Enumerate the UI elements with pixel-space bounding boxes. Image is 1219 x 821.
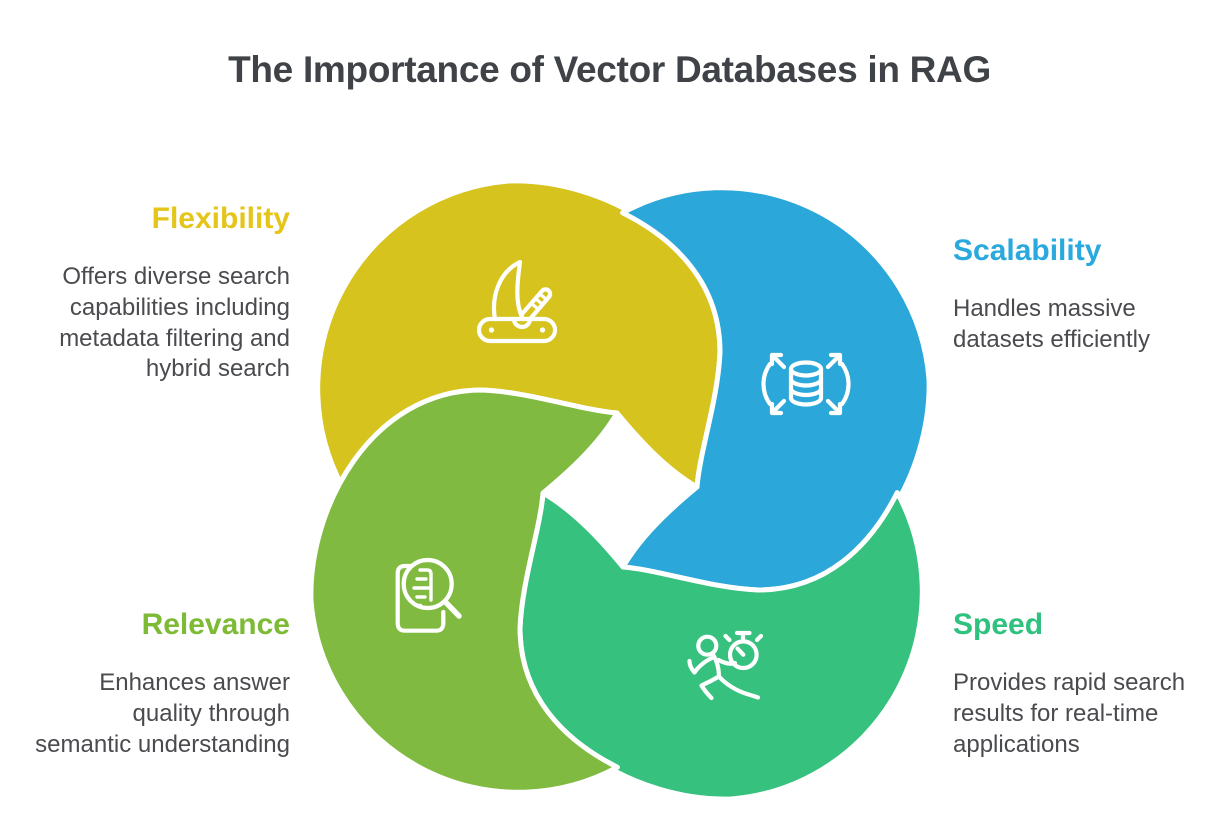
speed-line: Provides rapid search xyxy=(953,669,1186,696)
expanding-database-icon xyxy=(761,352,851,416)
speed-section: Speed Provides rapid search results for … xyxy=(953,608,1213,760)
scalability-description: Handles massive datasets efficiently xyxy=(953,294,1213,356)
relevance-line: semantic understanding xyxy=(35,730,290,758)
swiss-army-knife-icon xyxy=(476,259,558,344)
scalability-line: Handles massive xyxy=(953,295,1136,322)
flexibility-line: metadata filtering and xyxy=(59,324,290,352)
scalability-section: Scalability Handles massive datasets eff… xyxy=(953,234,1213,356)
speed-line: applications xyxy=(953,730,1080,758)
document-search-icon xyxy=(395,557,462,633)
relevance-line: Enhances answer xyxy=(99,669,290,696)
flexibility-line: capabilities including xyxy=(69,293,290,321)
speed-line: results for real-time xyxy=(953,699,1159,727)
flexibility-description: Offers diverse search capabilities inclu… xyxy=(18,262,290,385)
flexibility-section: Flexibility Offers diverse search capabi… xyxy=(18,202,290,385)
scalability-heading: Scalability xyxy=(953,234,1102,267)
flexibility-line: Offers diverse search xyxy=(62,263,290,290)
scalability-line: datasets efficiently xyxy=(953,325,1151,353)
page-title: The Importance of Vector Databases in RA… xyxy=(228,49,991,90)
relevance-line: quality through xyxy=(132,699,290,727)
flexibility-heading: Flexibility xyxy=(151,202,290,235)
relevance-section: Relevance Enhances answer quality throug… xyxy=(8,608,290,760)
flexibility-line: hybrid search xyxy=(145,355,290,383)
relevance-heading: Relevance xyxy=(141,608,290,641)
runner-stopwatch-icon xyxy=(687,630,764,701)
speed-heading: Speed xyxy=(953,608,1044,641)
speed-description: Provides rapid search results for real-t… xyxy=(953,668,1213,760)
relevance-description: Enhances answer quality through semantic… xyxy=(8,668,290,760)
